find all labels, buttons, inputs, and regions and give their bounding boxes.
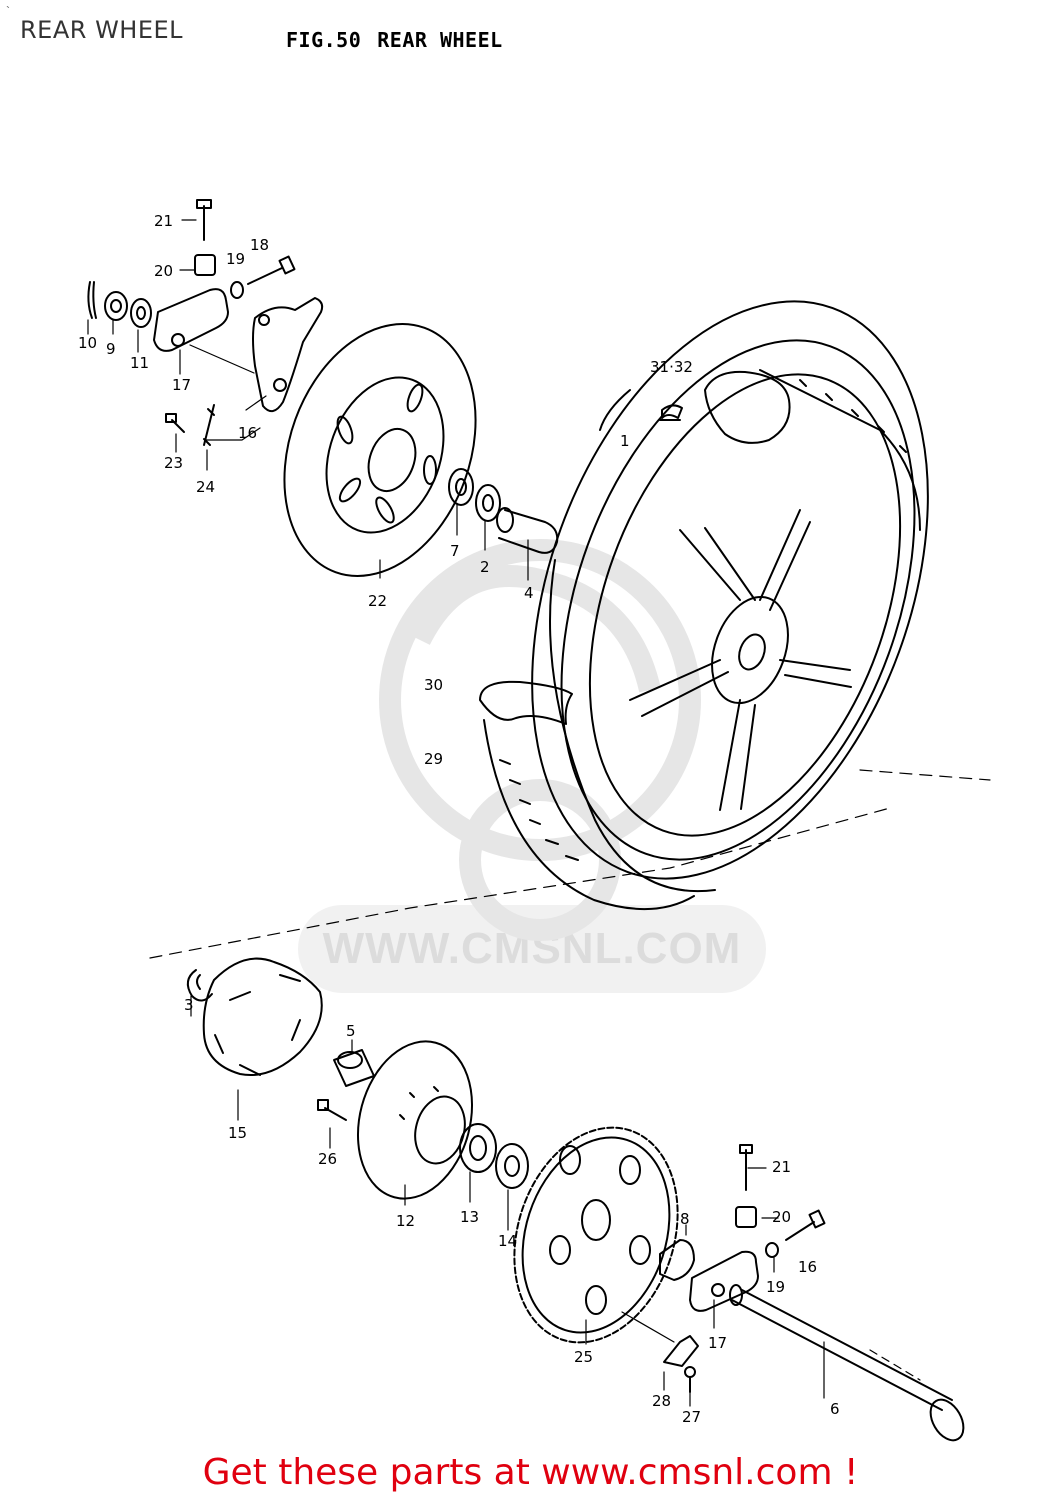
washer-19 xyxy=(230,281,244,299)
spacer-5 xyxy=(333,1049,375,1087)
callout-30: 30 xyxy=(424,676,443,694)
callout-9: 9 xyxy=(106,340,116,358)
callout-6: 6 xyxy=(830,1400,840,1418)
bolt-23 xyxy=(165,413,185,433)
valve-31-32 xyxy=(659,404,683,421)
oil-seal-14 xyxy=(495,1143,529,1189)
callout-17-lower: 17 xyxy=(708,1334,727,1352)
figure-name: REAR WHEEL xyxy=(377,28,503,52)
figure-number: FIG.50 xyxy=(286,28,362,52)
stopper-24 xyxy=(203,404,215,446)
callout-21: 21 xyxy=(154,212,173,230)
washer-19-lower xyxy=(765,1242,779,1258)
leader-lines-lower xyxy=(190,995,825,1407)
callout-16-lower: 16 xyxy=(798,1258,817,1276)
callout-26: 26 xyxy=(318,1150,337,1168)
callout-28: 28 xyxy=(652,1392,671,1410)
callout-23: 23 xyxy=(164,454,183,472)
bolt-27 xyxy=(684,1366,696,1393)
callout-20: 20 xyxy=(154,262,173,280)
callout-27: 27 xyxy=(682,1408,701,1426)
bolt-16-lower xyxy=(785,1209,826,1241)
watermark-logo xyxy=(379,539,701,941)
callout-3: 3 xyxy=(184,996,194,1014)
callout-18: 18 xyxy=(250,236,269,254)
castle-nut-9 xyxy=(104,291,128,321)
caliper-bracket-16 xyxy=(252,297,324,413)
footer-link-text[interactable]: Get these parts at www.cmsnl.com ! xyxy=(202,1452,859,1493)
callout-31-32: 31·32 xyxy=(650,358,693,376)
callout-5: 5 xyxy=(346,1022,356,1040)
callout-10: 10 xyxy=(78,334,97,352)
callout-8: 8 xyxy=(680,1210,690,1228)
stopper-28 xyxy=(663,1335,699,1367)
callout-25: 25 xyxy=(574,1348,593,1366)
cotter-pin-10 xyxy=(87,281,97,319)
leader-lines-upper xyxy=(87,219,529,581)
caliper-nut-20 xyxy=(194,254,216,276)
callout-24: 24 xyxy=(196,478,215,496)
callout-29: 29 xyxy=(424,750,443,768)
washer-11 xyxy=(130,298,152,328)
callout-21-lower: 21 xyxy=(772,1158,791,1176)
dust-seal-7 xyxy=(448,468,474,506)
page-label: REAR WHEEL xyxy=(20,16,184,44)
bolt-18 xyxy=(247,255,296,285)
callout-labels: 21 20 19 18 10 9 11 17 16 23 24 22 7 2 4… xyxy=(78,212,840,1426)
cush-rubber-15 xyxy=(202,957,323,1076)
bearing-2 xyxy=(475,484,501,522)
callout-17: 17 xyxy=(172,376,191,394)
callout-20-lower: 20 xyxy=(772,1208,791,1226)
rear-wheel-1 xyxy=(531,300,929,893)
callout-13: 13 xyxy=(460,1208,479,1226)
callout-15: 15 xyxy=(228,1124,247,1142)
figure-title: FIG.50 REAR WHEEL xyxy=(286,28,503,52)
footer-shop-link[interactable]: Get these parts at www.cmsnl.com ! xyxy=(0,1452,1061,1493)
rear-axle-6 xyxy=(729,1284,965,1442)
callout-7: 7 xyxy=(450,542,460,560)
scan-tick-mark: ` xyxy=(6,4,10,18)
axle-centerline-upper xyxy=(149,769,991,959)
chain-adjuster-17 xyxy=(153,288,229,352)
caliper-bolt-21 xyxy=(196,199,212,241)
callout-11: 11 xyxy=(130,354,149,372)
callout-2: 2 xyxy=(480,558,490,576)
callout-19: 19 xyxy=(226,250,245,268)
callout-4: 4 xyxy=(524,584,534,602)
tire-cutaway-29 xyxy=(479,680,695,911)
bolt-26 xyxy=(317,1099,347,1121)
nut-20-lower xyxy=(735,1206,757,1228)
callout-14: 14 xyxy=(498,1232,517,1250)
callout-16: 16 xyxy=(238,424,257,442)
bolt-21-lower xyxy=(739,1144,753,1191)
rear-sprocket-25 xyxy=(513,1126,679,1344)
tube-cutaway-31-32 xyxy=(704,369,921,531)
axle-centerline-lower xyxy=(869,1349,921,1381)
chain-adjuster-17-lower xyxy=(689,1250,759,1312)
rear-disc-hub-12 xyxy=(356,1040,474,1200)
callout-1: 1 xyxy=(620,432,630,450)
callout-12: 12 xyxy=(396,1212,415,1230)
callout-22: 22 xyxy=(368,592,387,610)
spacer-8 xyxy=(659,1239,695,1281)
callout-19-lower: 19 xyxy=(766,1278,785,1296)
bearing-13 xyxy=(459,1123,497,1173)
